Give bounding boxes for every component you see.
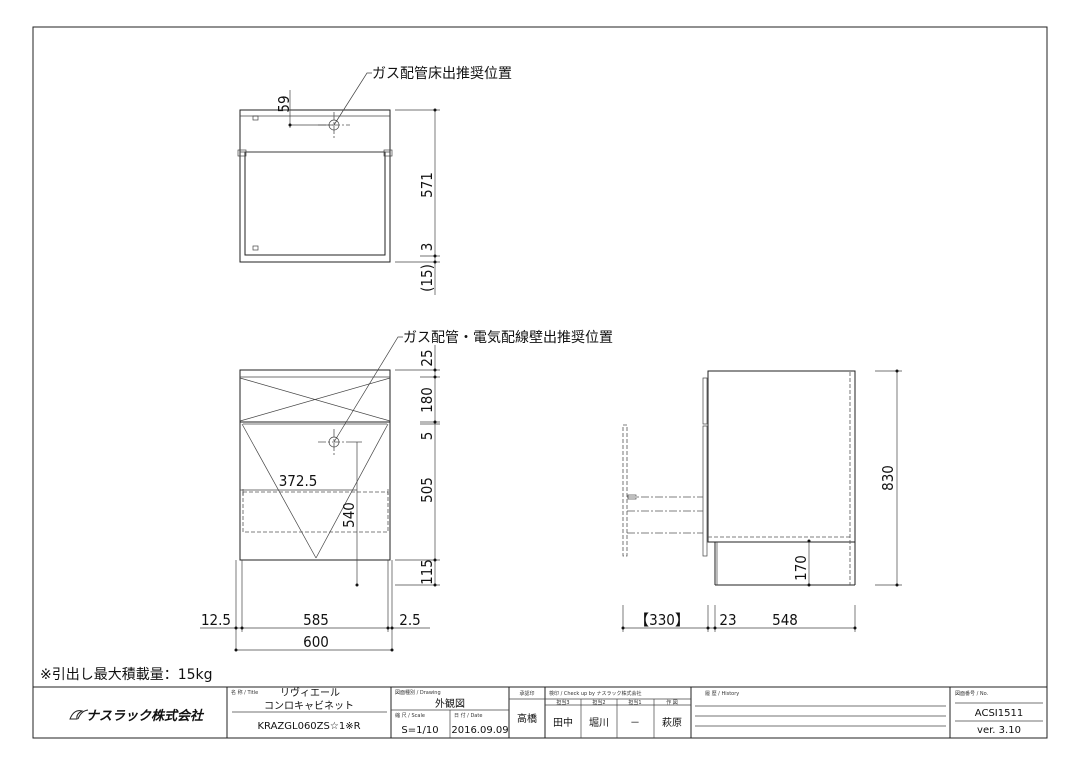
dim-top-25: 25	[418, 349, 436, 366]
check-name: －	[630, 718, 640, 729]
dim-depth-571: 571	[418, 172, 436, 198]
history-label: 履 歴 / History	[705, 691, 739, 697]
dim-drawer-505: 505	[418, 477, 436, 503]
load-note: ※引出し最大積載量：15kg	[40, 667, 213, 683]
company-name: ナスラック株式会社	[86, 708, 205, 724]
dim-upper-180: 180	[418, 387, 436, 413]
number-label: 図面番号 / No.	[955, 690, 989, 697]
dim-plinth-115: 115	[418, 559, 436, 585]
version: ver. 3.10	[977, 725, 1021, 736]
dim-gap-15: (15)	[418, 264, 436, 292]
approval-name: 高橋	[517, 712, 537, 725]
dim-left-12-5: 12.5	[201, 611, 231, 629]
dim-depth-548: 548	[772, 611, 798, 629]
dim-height-540: 540	[340, 502, 358, 528]
dim-total-600: 600	[303, 633, 329, 651]
dim-inner-585: 585	[303, 611, 329, 629]
check-name: 萩原	[662, 717, 682, 729]
dim-top-offset: 59	[275, 95, 293, 112]
dim-drawer-out-330: 【330】	[634, 611, 690, 629]
drawing-border	[32, 26, 1048, 739]
check-name: 堀川	[589, 717, 609, 729]
check-label: 検印 / Check up by ナスラック株式会社	[549, 690, 642, 697]
side-view: 170 830 【330】 23 548	[621, 369, 902, 632]
title-block: ナスラック株式会社 名 称 / Title リヴィエール コンロキャビネット K…	[33, 686, 1047, 738]
leader-gas-wall: ガス配管・電気配線壁出推奨位置	[403, 330, 613, 346]
dim-center-372-5: 372.5	[279, 472, 318, 490]
date-label: 日 付 / Date	[454, 712, 482, 719]
company-logo: ナスラック株式会社	[69, 708, 205, 724]
check-role: 担当1	[628, 699, 641, 706]
dim-right-2-5: 2.5	[399, 611, 420, 629]
check-role: 作 図	[666, 699, 678, 706]
drawing-number: ACSI1511	[975, 708, 1023, 719]
title-label: 名 称 / Title	[231, 689, 258, 696]
check-role: 担当2	[592, 699, 605, 706]
leader-gas-floor: ガス配管床出推奨位置	[372, 66, 512, 82]
drawing-label: 図面種別 / Drawing	[395, 689, 441, 696]
dim-back-3: 3	[418, 243, 436, 252]
check-role: 担当3	[556, 699, 569, 706]
title-line1: リヴィエール	[280, 686, 340, 699]
approval-label: 承認印	[519, 690, 534, 697]
scale-value: S=1/10	[401, 725, 438, 736]
top-view: 59 ガス配管床出推奨位置 571 3 (15)	[237, 66, 512, 295]
front-view: 372.5 540 ガス配管・電気配線壁出推奨位置 25 180 5 505 1…	[200, 330, 613, 652]
check-name: 田中	[553, 716, 573, 729]
dim-door-23: 23	[719, 611, 736, 629]
title-line2: コンロキャビネット	[264, 700, 354, 712]
dim-gap-5: 5	[418, 432, 436, 441]
drawing-type: 外観図	[435, 697, 465, 710]
dim-height-830: 830	[879, 465, 897, 491]
model-number: KRAZGL060ZS☆1※R	[257, 721, 360, 732]
dim-kick-170: 170	[792, 555, 810, 581]
scale-label: 縮 尺 / Scale	[395, 712, 425, 719]
date-value: 2016.09.09	[451, 725, 508, 736]
